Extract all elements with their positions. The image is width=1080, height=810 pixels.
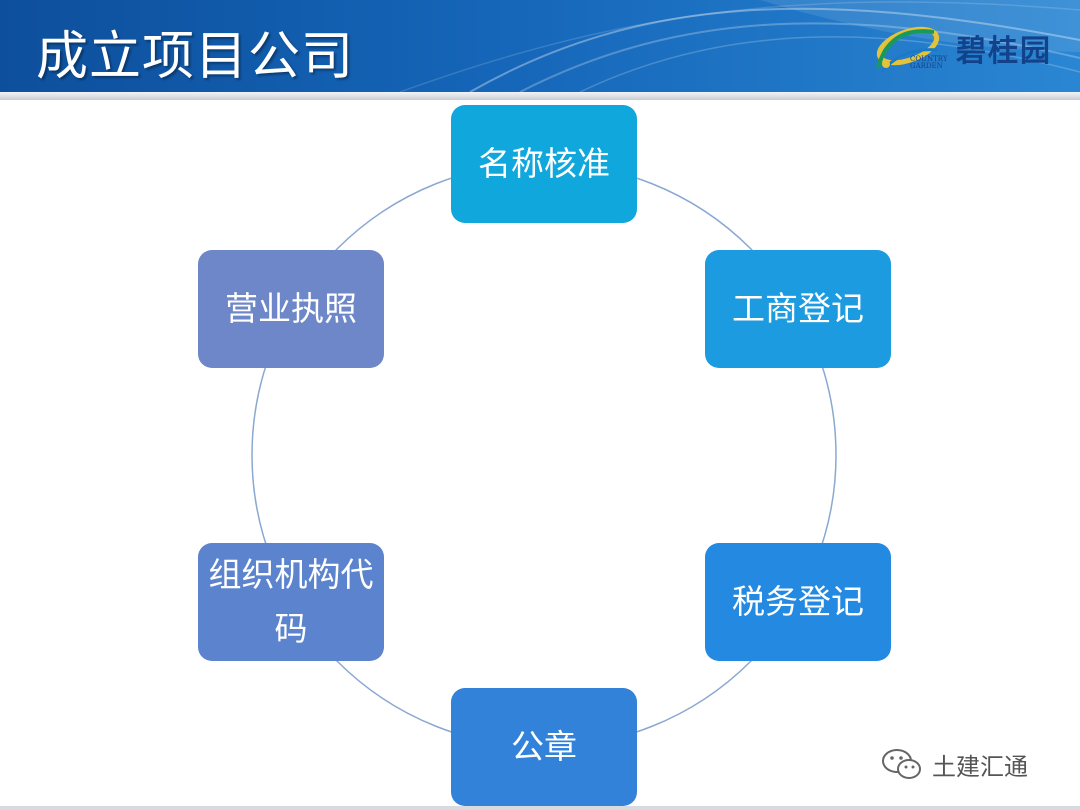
node-label: 公章 [511,727,577,766]
slide-header: 成立项目公司 碧桂园 COUNTRY GARDEN [0,0,1080,92]
cycle-node-business-license: 营业执照 [198,250,384,368]
cycle-node-tax-registration: 税务登记 [705,543,891,661]
country-garden-emblem-icon [876,26,940,73]
node-label: 名称核准 [478,144,610,183]
wechat-icon [882,749,921,779]
cycle-node-official-seal: 公章 [451,688,637,806]
header-swoosh-decoration [399,0,1080,92]
node-label: 税务登记 [732,582,864,621]
logo-subtext: COUNTRY GARDEN [910,56,947,70]
logo-text: 碧桂园 [956,34,1052,69]
cycle-node-name-approval: 名称核准 [451,105,637,223]
logo-sub-line1: COUNTRY [910,55,948,63]
cycle-node-business-registration: 工商登记 [705,250,891,368]
node-label: 营业执照 [225,289,357,328]
watermark: 土建汇通 [880,744,1028,784]
node-label: 组织机构代码 [208,555,374,648]
header-divider [0,92,1080,100]
cycle-node-organization-code: 组织机构代码 [198,543,384,661]
bottom-border [0,806,1080,810]
country-garden-logo: 碧桂园 COUNTRY GARDEN [866,18,1056,78]
logo-sub-line2: GARDEN [910,62,943,70]
node-label: 工商登记 [732,289,864,328]
watermark-text: 土建汇通 [932,752,1028,781]
slide-title: 成立项目公司 [36,27,355,87]
